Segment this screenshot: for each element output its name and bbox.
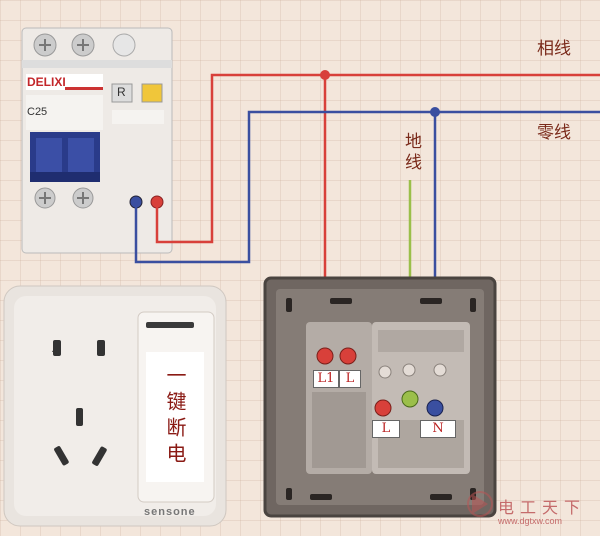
terminal-label-l1: L1	[313, 370, 339, 388]
ground-label: 地线	[401, 132, 421, 174]
terminal-label-n: N	[420, 420, 456, 438]
circuit-breaker	[21, 27, 173, 254]
breaker-rating: C25	[27, 106, 48, 118]
terminal-label-l-bottom: L	[372, 420, 400, 438]
neutral-junction	[430, 107, 440, 117]
neutral-label: 零线	[537, 123, 571, 143]
watermark-logo-icon	[467, 491, 493, 517]
breaker-brand: DELIXI	[27, 75, 66, 89]
watermark-url: www.dgtxw.com	[498, 516, 563, 526]
phase-label: 相线	[537, 39, 571, 59]
watermark-text: 电工天下	[498, 498, 587, 517]
breaker-reset-button: R	[117, 85, 126, 99]
phase-junction	[320, 70, 330, 80]
one-key-power-off-text: 一键断电	[146, 352, 204, 482]
terminal-label-l: L	[339, 370, 361, 388]
socket-back	[263, 276, 497, 518]
socket-brand: sensone	[144, 506, 196, 518]
